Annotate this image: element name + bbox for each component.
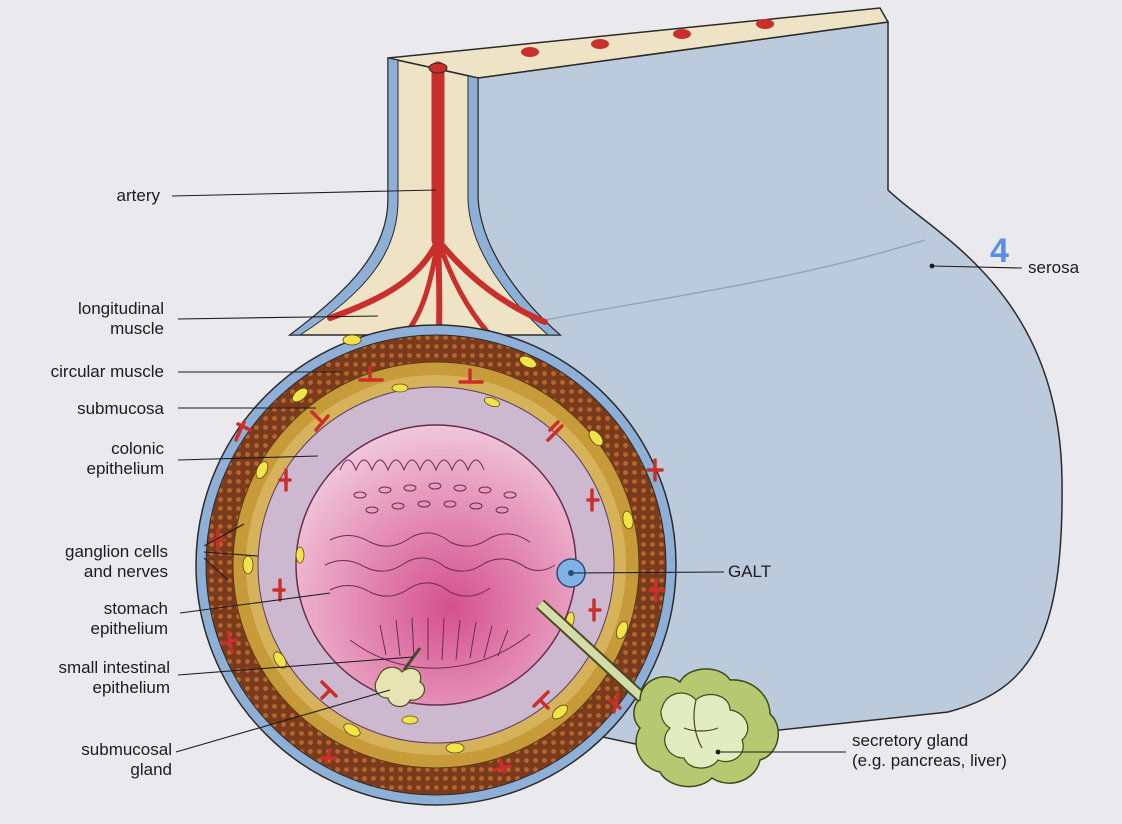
label-line: epithelium	[92, 678, 171, 697]
submucosal-gland-shape	[374, 647, 425, 708]
label-line: gland	[130, 760, 172, 779]
label-artery: artery	[116, 186, 160, 205]
top-vessels	[521, 19, 774, 57]
mucosa-detail	[324, 459, 556, 669]
label-circular-muscle: circular muscle	[50, 362, 164, 381]
label-galt: GALT	[728, 562, 772, 581]
label-line: small intestinal	[58, 658, 171, 677]
label-stomach-epithelium: stomach epithelium	[10, 599, 169, 639]
label-line: epithelium	[90, 619, 169, 638]
label-line: muscle	[110, 319, 164, 338]
submucosa-vessels	[209, 366, 666, 774]
label-secretory-gland: secretory gland (e.g. pancreas, liver)	[852, 731, 1007, 771]
label-line: longitudinal	[77, 299, 164, 318]
label-line: colonic	[111, 439, 164, 458]
label-line: stomach	[103, 599, 168, 618]
label-small-intestinal-epithelium: small intestinal epithelium	[10, 658, 171, 698]
label-longitudinal-muscle: longitudinal muscle	[20, 299, 164, 339]
label-submucosa: submucosa	[77, 399, 164, 418]
figure-marker-number: 4	[990, 232, 1009, 270]
label-submucosal-gland: submucosal gland	[10, 740, 172, 780]
label-ganglion-cells-and-nerves: ganglion cells and nerves	[10, 542, 168, 582]
label-line: ganglion cells	[64, 542, 168, 561]
label-line: (e.g. pancreas, liver)	[852, 751, 1007, 770]
secretory-gland-shape	[535, 599, 779, 788]
label-serosa: serosa	[1028, 258, 1080, 277]
label-colonic-epithelium: colonic epithelium	[10, 439, 165, 479]
serosa-fold-line	[519, 239, 926, 326]
label-line: secretory gland	[852, 731, 969, 750]
label-line: epithelium	[86, 459, 165, 478]
label-line: submucosal	[81, 740, 172, 759]
label-line: and nerves	[83, 562, 168, 581]
ganglion-cells	[242, 334, 634, 754]
leader-lines	[171, 189, 1023, 753]
